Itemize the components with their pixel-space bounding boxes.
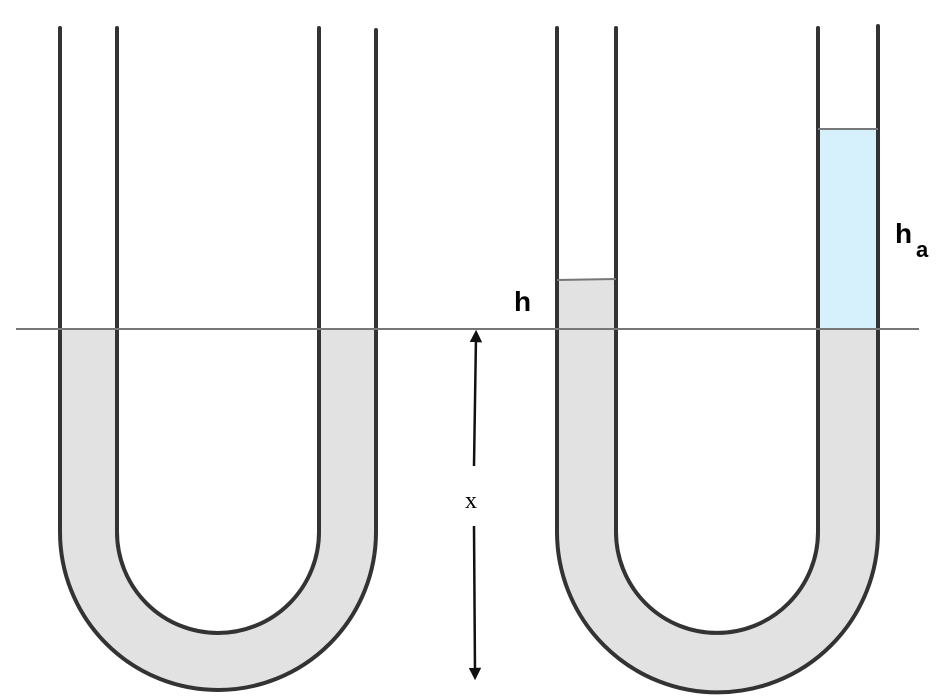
second-fluid-column (818, 130, 878, 329)
right-tube-fluid (557, 279, 878, 693)
x-arrow-lower (468, 525, 482, 681)
left-tube-fluid (60, 329, 376, 690)
h-label: h (514, 286, 531, 317)
ha-label: h (895, 218, 912, 249)
left-tube-inner-wall (115, 26, 321, 635)
right-tube-inner-wall (614, 26, 820, 635)
x-label: x (465, 488, 477, 514)
left-arm-fluid-level (556, 278, 617, 281)
ha-subscript: a (916, 237, 929, 262)
right-tube-outer-wall (555, 24, 880, 695)
left-tube-outer-wall (58, 26, 378, 692)
x-arrow-upper (469, 329, 483, 467)
